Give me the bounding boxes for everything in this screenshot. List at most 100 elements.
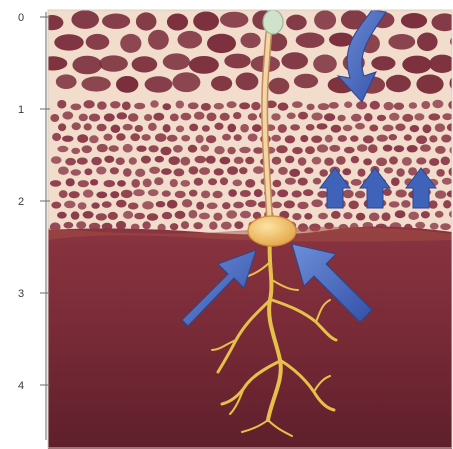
fine-pebble (89, 114, 100, 122)
fine-pebble (312, 157, 322, 165)
fine-pebble (62, 111, 73, 119)
fine-pebble (196, 202, 204, 210)
coarse-pebble (72, 56, 102, 75)
coarse-pebble (167, 14, 188, 31)
fine-pebble (227, 166, 238, 175)
fine-pebble (298, 178, 308, 186)
fine-pebble (128, 203, 139, 210)
fine-pebble (409, 102, 417, 109)
fine-pebble (50, 114, 59, 122)
fine-pebble (116, 221, 126, 230)
fine-pebble (435, 211, 444, 218)
fine-pebble (253, 166, 264, 174)
fine-pebble (356, 213, 365, 221)
fine-pebble (287, 113, 296, 120)
fine-pebble (131, 179, 140, 188)
fine-pebble (148, 123, 157, 131)
fine-pebble (76, 221, 86, 229)
fine-pebble (199, 213, 210, 220)
fine-pebble (141, 134, 150, 141)
fine-pebble (311, 199, 322, 207)
fine-pebble (57, 100, 66, 109)
fine-pebble (196, 135, 204, 144)
fine-pebble (421, 211, 430, 218)
fine-pebble (64, 222, 74, 229)
fine-pebble (71, 211, 80, 219)
fine-pebble (248, 134, 258, 142)
fine-pebble (351, 156, 359, 163)
fine-pebble (285, 156, 294, 164)
fine-pebble (245, 200, 256, 207)
fine-pebble (169, 156, 180, 165)
fine-pebble (96, 167, 106, 175)
fine-pebble (222, 202, 230, 209)
fine-pebble (369, 125, 378, 132)
fine-pebble (208, 178, 217, 185)
fine-pebble (102, 201, 112, 208)
fine-pebble (215, 123, 224, 130)
fine-pebble (370, 101, 380, 110)
fine-pebble (245, 157, 254, 164)
fine-pebble (442, 113, 452, 120)
coarse-pebble (99, 55, 128, 71)
fine-pebble (234, 134, 242, 141)
fine-pebble (351, 179, 362, 186)
fine-pebble (278, 124, 287, 133)
fine-pebble (338, 135, 347, 142)
coarse-pebble (132, 56, 158, 72)
fine-pebble (116, 157, 125, 165)
fine-pebble (97, 124, 107, 131)
fine-pebble (389, 134, 397, 140)
fine-pebble (383, 145, 393, 152)
fine-pebble (91, 157, 102, 165)
fine-pebble (193, 222, 202, 229)
fine-pebble (134, 103, 145, 110)
fine-pebble (153, 113, 164, 121)
fine-pebble (104, 180, 115, 187)
fine-pebble (96, 192, 107, 199)
fine-pebble (116, 200, 127, 208)
fine-pebble (350, 135, 358, 141)
fine-pebble (292, 213, 301, 220)
fine-pebble (303, 189, 313, 196)
fine-pebble (343, 125, 353, 131)
fine-pebble (253, 147, 263, 154)
fine-pebble (389, 113, 399, 121)
fine-pebble (144, 114, 152, 121)
fine-pebble (240, 124, 249, 133)
fine-pebble (128, 113, 138, 121)
fine-pebble (290, 124, 300, 130)
fine-pebble (52, 133, 61, 141)
fine-pebble (239, 102, 250, 109)
fine-pebble (133, 189, 144, 196)
coarse-pebble (145, 76, 173, 92)
fine-pebble (389, 201, 400, 207)
fine-pebble (189, 124, 198, 132)
fine-pebble (233, 202, 244, 209)
fine-pebble (163, 103, 172, 110)
fine-pebble (440, 223, 451, 230)
fine-pebble (194, 112, 205, 120)
fine-pebble (331, 125, 341, 133)
fine-pebble (441, 157, 450, 166)
fine-pebble (116, 133, 125, 140)
fine-pebble (297, 202, 308, 209)
fine-pebble (402, 157, 412, 166)
fine-pebble (221, 222, 232, 230)
coarse-pebble (224, 54, 250, 69)
fine-pebble (84, 100, 95, 108)
fine-pebble (79, 114, 88, 122)
fine-pebble (150, 100, 158, 107)
fine-pebble (325, 135, 333, 143)
fine-pebble (318, 213, 328, 220)
fine-pebble (420, 144, 431, 151)
fine-pebble (201, 103, 211, 111)
fine-pebble (188, 145, 197, 153)
fine-pebble (396, 190, 407, 198)
fine-pebble (161, 147, 172, 156)
fine-pebble (71, 148, 80, 154)
fine-pebble (252, 124, 262, 132)
fine-pebble (349, 201, 359, 210)
fine-pebble (214, 103, 224, 110)
seed (248, 216, 296, 246)
